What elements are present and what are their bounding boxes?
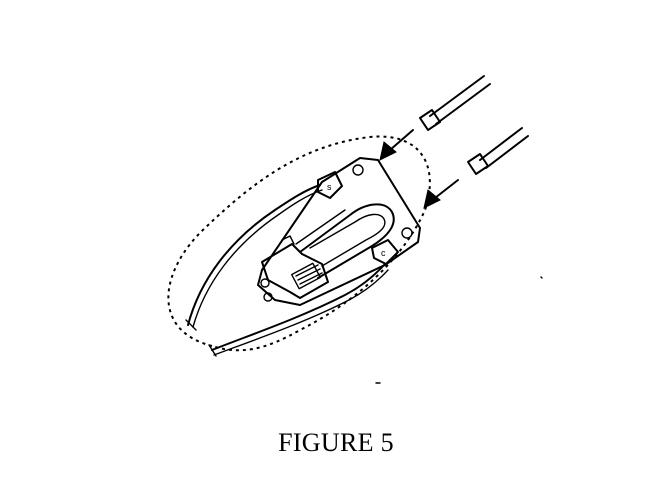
thermostat-body <box>261 243 329 299</box>
upper-wire-arc <box>187 184 321 326</box>
lower-wire-arc <box>211 264 385 351</box>
upper-terminal-block <box>317 171 343 199</box>
upper-power-lead <box>429 75 485 117</box>
mounting-hole <box>260 278 270 288</box>
mounting-hole <box>352 164 364 176</box>
sensor-hatch <box>295 264 319 277</box>
figure-caption: FIGURE 5 <box>278 428 394 457</box>
sensor-hatch <box>299 272 323 285</box>
terminal-mark: s <box>327 182 332 192</box>
element-slot-line <box>295 209 346 245</box>
lower-terminal-block <box>371 239 399 265</box>
u-shaped-element-inner <box>309 213 386 267</box>
mounting-hole <box>263 292 273 302</box>
lower-power-lead <box>479 127 523 161</box>
upper-insertion-arrow-shaft <box>389 129 414 151</box>
lead-mark <box>481 156 487 164</box>
dotted-enclosure-outline <box>167 135 431 352</box>
wire-end-tick <box>185 319 197 331</box>
upper-insertion-arrow-head <box>379 141 397 161</box>
scan-speck <box>540 276 543 279</box>
upper-lead-connector <box>419 109 441 131</box>
lower-lead-connector <box>467 153 489 175</box>
terminal-mark: c <box>381 248 386 258</box>
wire-end-tick <box>208 344 217 357</box>
upper-wire-arc-inner <box>192 189 323 328</box>
plate-tab <box>281 235 295 245</box>
lower-insertion-arrow-shaft <box>434 179 459 199</box>
u-shaped-element <box>299 203 395 279</box>
sensor-hatch <box>297 268 321 281</box>
lower-insertion-arrow-head <box>423 189 441 209</box>
lower-wire-arc-inner <box>213 269 389 356</box>
upper-power-lead-edge <box>435 83 491 125</box>
bracket-plate <box>257 157 421 306</box>
mounting-hole <box>401 227 413 239</box>
lower-power-lead-edge <box>485 135 529 169</box>
